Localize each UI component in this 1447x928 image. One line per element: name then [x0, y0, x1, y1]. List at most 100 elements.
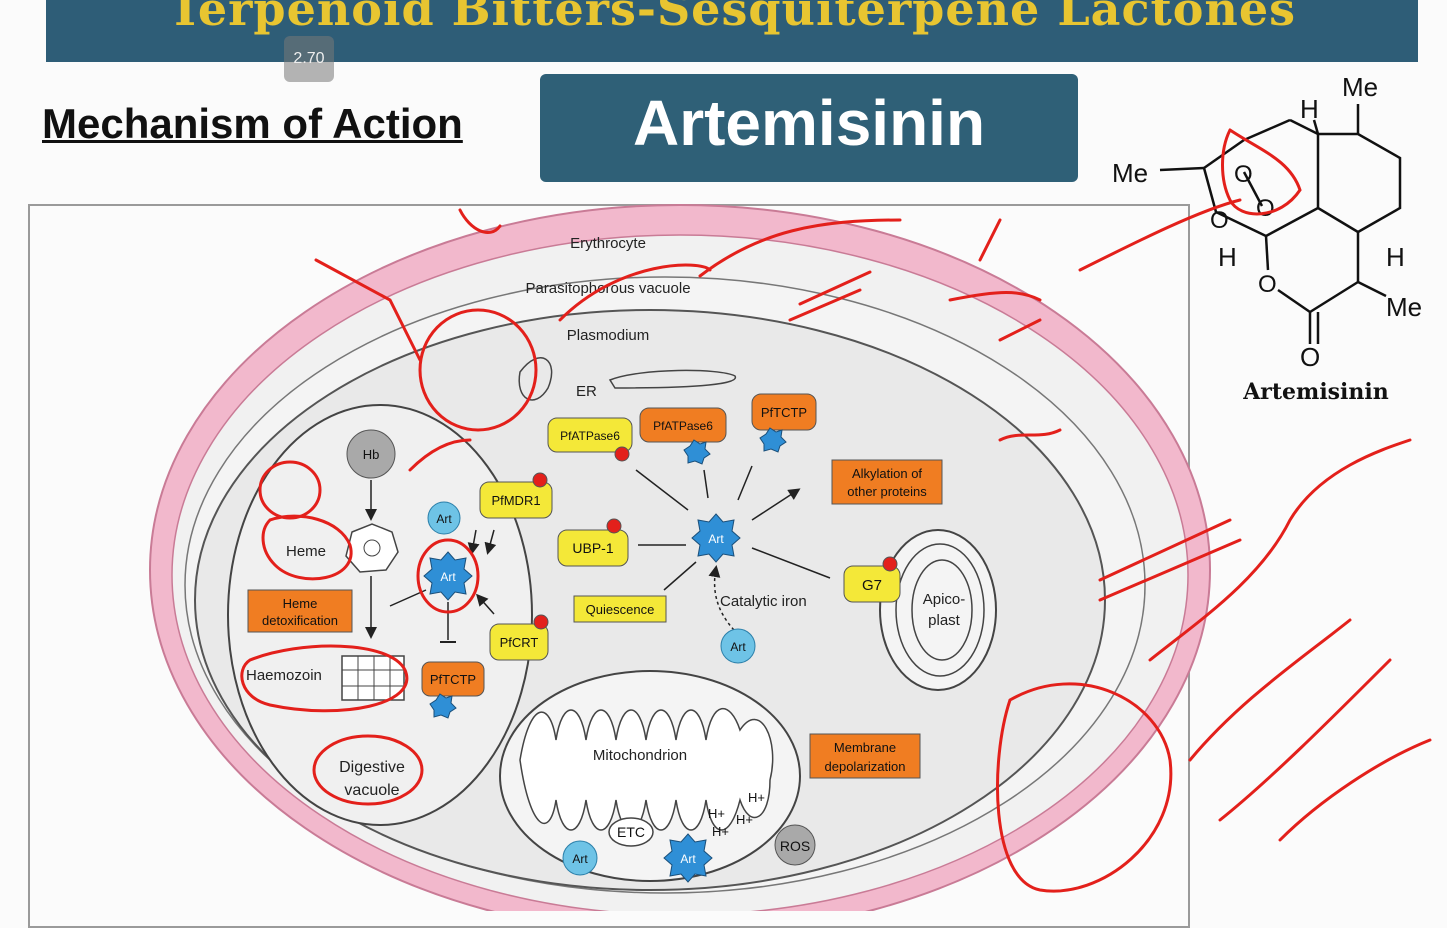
apicoplast-mid [895, 543, 985, 677]
ubp1-box [557, 529, 629, 567]
struct-o-ring: O [1258, 271, 1277, 298]
alkylation-arrow [751, 488, 801, 521]
art-label-star-cytoplasm: Art [708, 532, 724, 546]
struct-me-right: Me [1386, 292, 1422, 322]
art-label-vacuole: Art [436, 512, 452, 526]
art-label-iron: Art [730, 640, 746, 654]
mitochondrion-label: Mitochondrion [593, 747, 687, 764]
hb-label: Hb [363, 447, 380, 462]
pfatpase6-mutation-dot [614, 446, 630, 462]
pftctp-label-cytoplasm: PfTCTP [761, 405, 807, 420]
catalytic-iron-label: Catalytic iron [720, 593, 807, 610]
struct-o-carbonyl: O [1300, 342, 1320, 372]
pfatpase6-label-yellow: PfATPase6 [560, 429, 620, 443]
pftctp-star-cytoplasm [759, 427, 787, 453]
hb-node [346, 429, 396, 479]
pfmdr1-box [479, 481, 553, 519]
art-star-mito [663, 833, 713, 883]
pfatpase6-box-yellow [547, 417, 633, 453]
alkylation-label-1: Alkylation of [852, 466, 922, 481]
pftctp-box-cytoplasm [751, 393, 817, 431]
title-banner: Terpenoid Bitters-Sesquiterpene Lactones [46, 0, 1418, 62]
art-circle-vacuole [427, 501, 461, 535]
digestive-label-1: Digestive [339, 759, 405, 776]
pftctp-star-vacuole [429, 693, 457, 719]
pfatpase6-label-orange: PfATPase6 [653, 419, 713, 433]
parasitophorous-label: Parasitophorous vacuole [525, 280, 690, 297]
pfmdr1-arrow-1 [467, 529, 480, 555]
pfmdr1-mutation-dot [532, 472, 548, 488]
pfmdr1-arrow-2 [484, 529, 497, 555]
er-label: ER [576, 383, 597, 400]
pftctp-inhibit [737, 465, 753, 501]
struct-h-top: H [1300, 94, 1319, 124]
section-heading: Mechanism of Action [42, 100, 463, 147]
pftctp-box-vacuole [421, 661, 485, 697]
art-star-cytoplasm [691, 513, 741, 563]
ubp1-mutation-dot [606, 518, 622, 534]
quiescence-label: Quiescence [586, 602, 655, 617]
pfatpase6-inhibit [635, 469, 689, 511]
apicoplast-inner [911, 559, 973, 661]
digestive-label-2: vacuole [344, 782, 399, 799]
apicoplast-label-2: plast [928, 612, 961, 629]
art-label-star-vacuole: Art [440, 570, 456, 584]
etc-label: ETC [617, 824, 645, 840]
ros-label: ROS [780, 838, 810, 854]
alkylation-box [831, 459, 943, 505]
heme-detox-label-1: Heme [283, 596, 318, 611]
struct-o-3: O [1210, 207, 1229, 234]
ros-node [774, 824, 816, 866]
catalytic-iron-arrow [708, 565, 735, 631]
membrane-depol-box [809, 733, 921, 779]
art-circle-iron [720, 628, 756, 664]
mitochondrion-cristae [519, 708, 774, 831]
heme-core [363, 539, 381, 557]
art-circle-mito [562, 840, 598, 876]
heme-detox-box [247, 589, 353, 633]
pfcrt-arrow [476, 593, 495, 615]
pfatpase6-star [683, 439, 711, 465]
ubp1-label: UBP-1 [572, 540, 613, 556]
artemisinin-structure [1159, 104, 1402, 344]
struct-h-right: H [1386, 242, 1405, 272]
pfatpase6-orange-inhibit [703, 469, 709, 499]
struct-o-2: O [1256, 195, 1275, 222]
heme-molecule [345, 523, 399, 573]
quiescence-box [573, 595, 667, 623]
struct-me-top: Me [1342, 72, 1378, 102]
pfatpase6-box-orange [639, 407, 727, 443]
erythrocyte-label: Erythrocyte [570, 235, 646, 252]
quiescence-inhibit [663, 561, 697, 591]
pfcrt-box [489, 623, 549, 661]
alkylation-label-2: other proteins [847, 484, 927, 499]
h-plus-3: H+ [736, 812, 753, 827]
membrane-depol-label-2: depolarization [825, 759, 906, 774]
drug-name-box: Artemisinin [540, 74, 1078, 182]
h-plus-4: H+ [712, 824, 729, 839]
pfcrt-label: PfCRT [500, 635, 539, 650]
haemozoin-label: Haemozoin [246, 667, 322, 684]
pfmdr1-label: PfMDR1 [491, 493, 540, 508]
drug-name: Artemisinin [632, 87, 986, 159]
red-annotations [240, 128, 1432, 893]
art-star-vacuole [423, 551, 473, 601]
heme-label: Heme [286, 543, 326, 560]
pftctp-label-vacuole: PfTCTP [430, 672, 476, 687]
struct-me-left: Me [1112, 158, 1148, 188]
h-plus-2: H+ [748, 790, 765, 805]
pfcrt-mutation-dot [533, 614, 549, 630]
playback-speed-badge[interactable]: 2.70 [284, 36, 334, 82]
struct-h-left: H [1218, 242, 1237, 272]
art-label-star-mito: Art [680, 852, 696, 866]
struct-o-1: O [1234, 161, 1253, 188]
apicoplast-label-1: Apico- [923, 591, 966, 608]
structure-caption: Artemisinin [1242, 379, 1389, 405]
er-membrane [608, 369, 737, 389]
g7-mutation-dot [882, 556, 898, 572]
slide-title: Terpenoid Bitters-Sesquiterpene Lactones [167, 0, 1297, 36]
heme-detox-label-2: detoxification [262, 613, 338, 628]
haemozoin-crystal [341, 655, 405, 701]
g7-box [843, 565, 901, 603]
